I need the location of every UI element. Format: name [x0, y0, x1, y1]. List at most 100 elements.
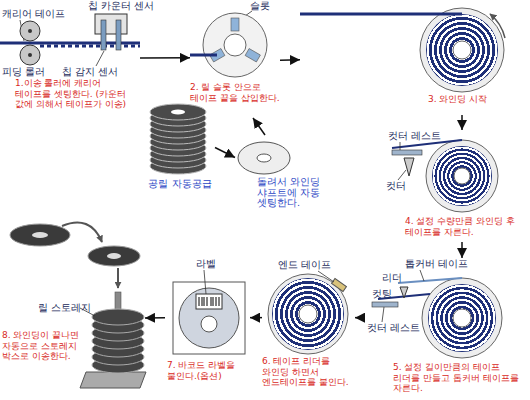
- supply-note: 돌려서 와인딩 샤프트에 자동 셋팅한다.: [257, 177, 335, 209]
- leader-reel: [428, 284, 496, 352]
- leader-reel: [382, 307, 384, 322]
- reel-storage: [32, 232, 48, 238]
- step-panel: 3. 와인딩 시작: [300, 0, 525, 115]
- cutting-reel: [400, 142, 401, 150]
- cutting-reel: [426, 140, 498, 212]
- label-station: [199, 297, 219, 306]
- reel-storage: [10, 224, 70, 246]
- cutting-reel: [404, 158, 414, 176]
- part-label: 피딩 롤러: [2, 66, 45, 77]
- flow-arrow: [140, 57, 190, 59]
- empty-reel-stack: [150, 104, 206, 174]
- reel-storage: [62, 222, 102, 242]
- feed-station: [40, 45, 140, 48]
- step-caption: 4. 설정 수량만큼 와인딩 후 테이프를 자른다.: [405, 216, 530, 237]
- part-label: 컷팅: [372, 288, 392, 299]
- winding-reel: [453, 41, 471, 59]
- part-label: 엔드 테이프: [278, 259, 331, 270]
- end-tape-reel: [272, 278, 344, 350]
- feed-station: [20, 45, 40, 65]
- reel-storage: [80, 372, 146, 388]
- step-caption: 5. 설정 길이만큼의 테이프 리더를 만들고 톱커버 테이프를 자른다.: [393, 362, 528, 394]
- step-panel: 8. 와인딩이 끝나면 자동으로 스토레지 박스로 이송한다.: [0, 200, 145, 400]
- cutting-reel: [392, 140, 462, 148]
- label-station: [196, 294, 222, 309]
- part-label: 라벨: [196, 258, 216, 269]
- part-label: 슬롯: [250, 0, 270, 11]
- step-caption: 1.이송 롤러에 캐리어 테이프를 셋팅한다. (카운터 값에 의해서 테이프가…: [15, 78, 140, 110]
- step-caption: 2. 릴 슬롯 안으로 테이프 끝을 삽입한다.: [190, 82, 280, 103]
- feed-station: [96, 51, 104, 66]
- leader-reel: [453, 309, 471, 327]
- cutting-reel: [392, 150, 422, 155]
- leader-reel: [372, 302, 398, 307]
- end-tape-reel: [268, 274, 348, 354]
- winding-reel: [490, 14, 505, 38]
- cutting-reel: [454, 168, 470, 184]
- label-station: [204, 270, 206, 294]
- supply-panel: 공릴 자동공급: [145, 95, 215, 200]
- leader-reel: [422, 278, 502, 358]
- rotating-reel: [238, 142, 290, 174]
- part-label: 릴 스토레지: [38, 302, 91, 313]
- end-tape-reel: [299, 305, 317, 323]
- end-tape-reel: [268, 271, 348, 354]
- step-panel: 2. 릴 슬롯 안으로 테이프 끝을 삽입한다.: [190, 0, 280, 118]
- part-label: 캐리어 테이프: [2, 8, 65, 19]
- flow-arrow: [253, 118, 265, 135]
- feed-station: [116, 20, 121, 50]
- end-tape-reel: [332, 279, 347, 292]
- slot-reel: [190, 13, 267, 77]
- supply-panel: 돌려서 와인딩 샤프트에 자동 셋팅한다.: [235, 135, 335, 210]
- leader-reel: [400, 287, 408, 298]
- part-label: 리더: [382, 272, 402, 283]
- feed-station: [28, 29, 32, 33]
- flow-arrow: [215, 148, 235, 158]
- cutting-reel: [398, 170, 406, 180]
- empty-reel-stack: [171, 110, 185, 115]
- supply-note: 공릴 자동공급: [145, 179, 215, 190]
- slot-reel: [224, 34, 246, 56]
- label-station: [173, 270, 245, 354]
- reel-storage: [107, 253, 121, 259]
- step-caption: 8. 와인딩이 끝나면 자동으로 스토레지 박스로 이송한다.: [2, 330, 90, 362]
- part-label: 컷터 레스트: [367, 322, 420, 333]
- winding-reel: [426, 14, 498, 86]
- cutting-reel: [392, 140, 498, 212]
- winding-reel: [300, 13, 462, 16]
- reel-storage: [117, 268, 119, 288]
- leader-reel: [420, 270, 424, 281]
- part-label: 톱커버 테이프: [405, 258, 468, 269]
- rotating-reel: [238, 142, 290, 174]
- step-caption: 7. 바코드 라벨을 붙인다.(옵션): [167, 360, 250, 381]
- flow-arrow: [145, 317, 165, 319]
- cutting-reel: [426, 140, 498, 212]
- feed-station: [28, 53, 32, 57]
- end-tape-reel: [268, 274, 348, 354]
- flow-arrow: [461, 115, 463, 130]
- part-label: 컷터 레스트: [388, 130, 441, 141]
- feed-station: [0, 14, 140, 66]
- flow-arrow: [355, 317, 365, 319]
- label-station: [173, 282, 245, 354]
- feed-station: [95, 14, 127, 34]
- empty-reel-stack: [150, 104, 206, 120]
- step-caption: 6. 테이프 리더를 와인딩 하면서 엔드테이프를 붙인다.: [262, 356, 355, 388]
- reel-storage: [92, 309, 144, 325]
- step-panel: 4. 설정 수량만큼 와인딩 후 테이프를 자른다.: [385, 130, 530, 242]
- slot-reel: [231, 18, 239, 31]
- feed-station: [101, 20, 106, 50]
- flow-arrow: [250, 317, 262, 319]
- slot-reel: [190, 11, 267, 77]
- leader-reel: [422, 278, 502, 358]
- label-station: [201, 316, 217, 332]
- connector-group: [140, 58, 462, 318]
- winding-reel: [300, 8, 505, 92]
- cutting-reel: [432, 146, 492, 206]
- step-panel: 7. 바코드 라벨을 붙인다.(옵션): [165, 258, 250, 400]
- part-label: 칩 감지 센서: [62, 66, 118, 77]
